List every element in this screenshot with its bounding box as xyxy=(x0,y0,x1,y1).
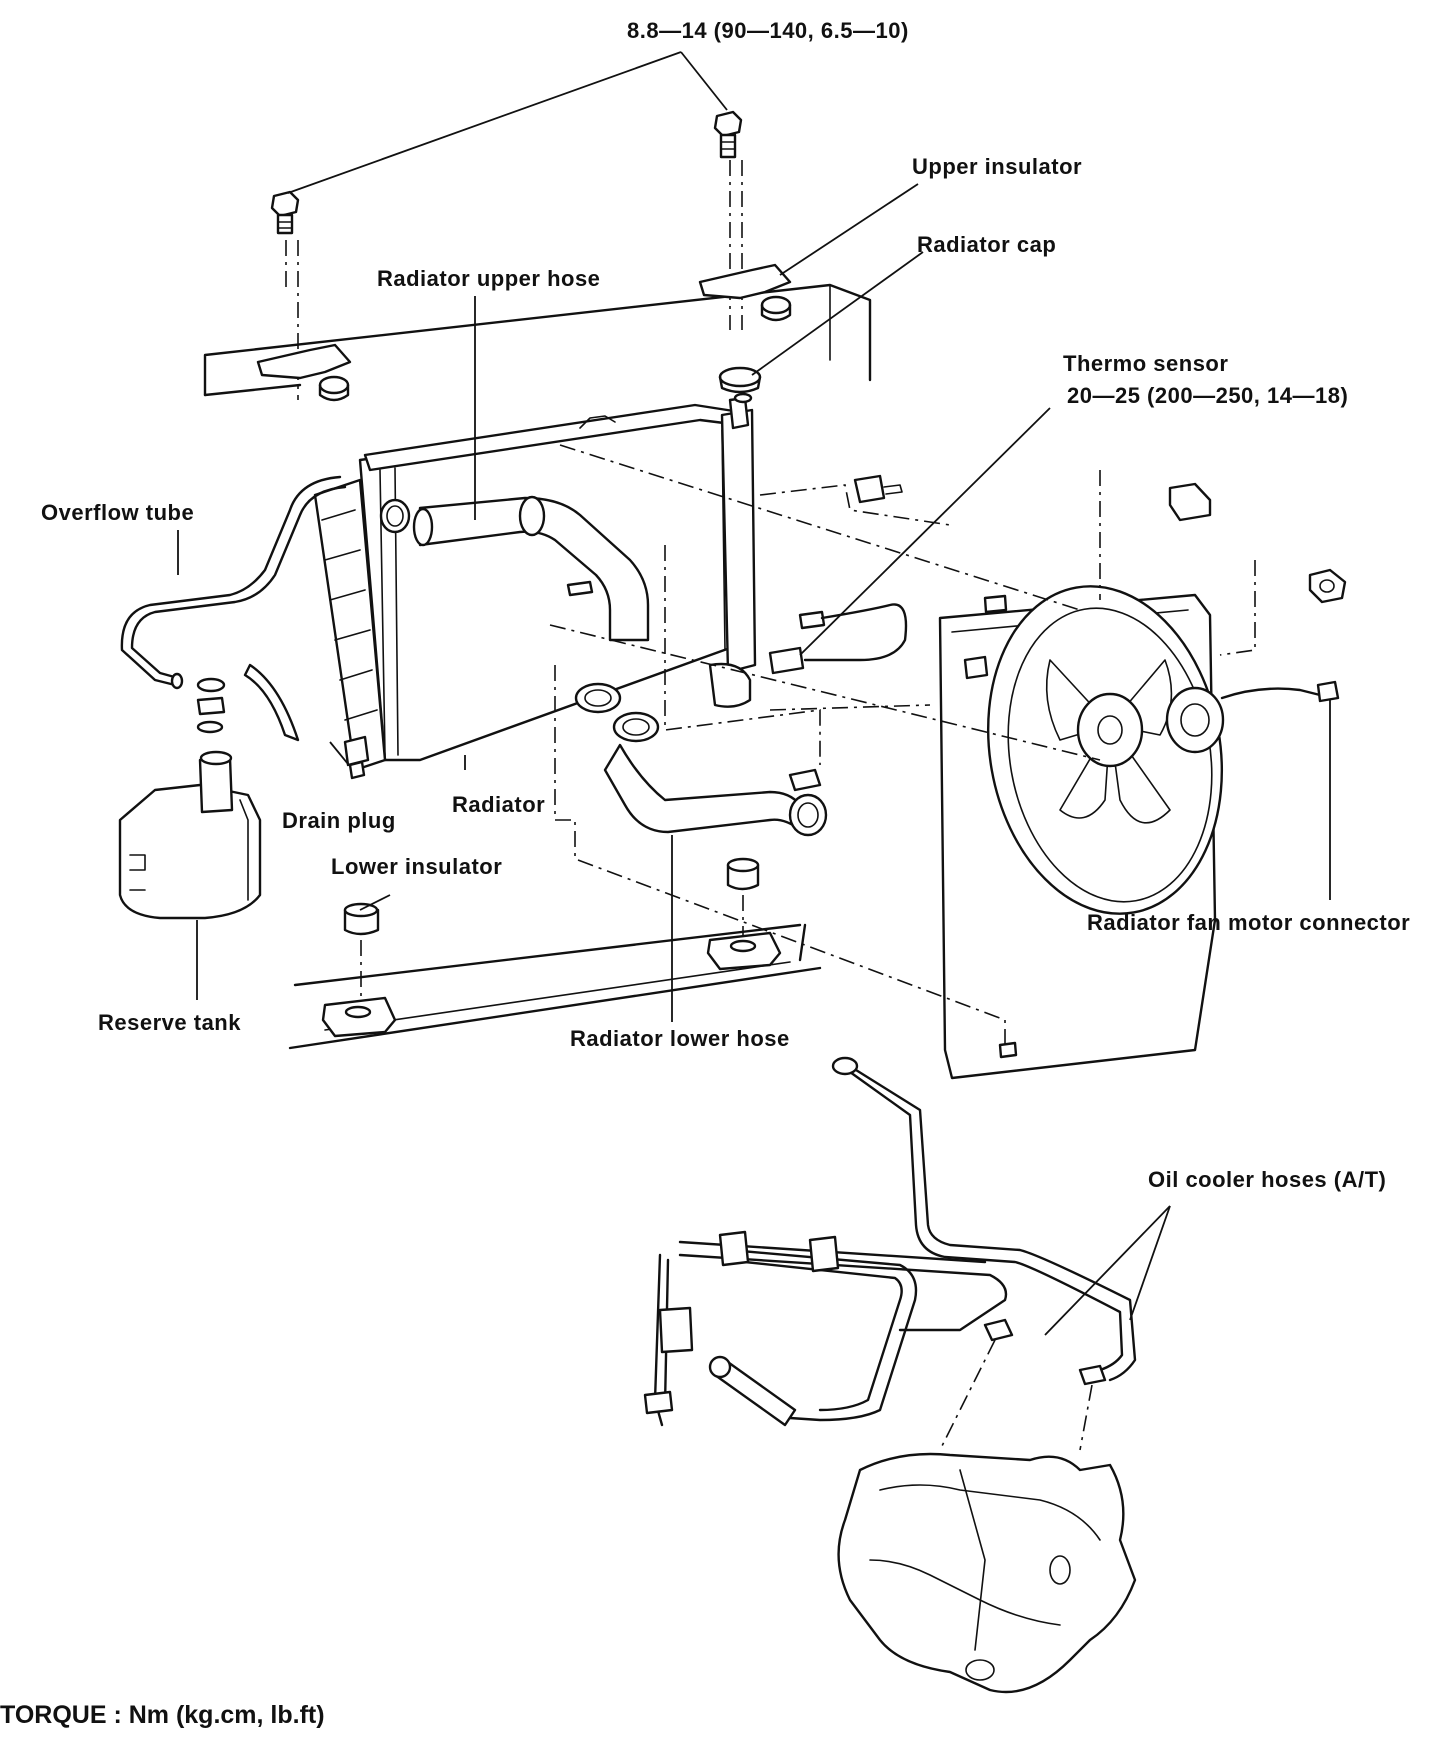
fan-shroud-bolt-2 xyxy=(1168,482,1212,522)
label-radiator-lower-hose: Radiator lower hose xyxy=(570,1026,790,1051)
fan-shroud-bolt-1 xyxy=(853,474,886,504)
label-radiator-cap: Radiator cap xyxy=(917,232,1057,257)
label-radiator-fan-motor-connector: Radiator fan motor connector xyxy=(1087,910,1411,935)
label-thermo-sensor: Thermo sensor xyxy=(1063,351,1229,376)
upper-bracket-left xyxy=(256,343,352,402)
radiator-core xyxy=(313,392,757,772)
lower-mount-bracket-right xyxy=(706,931,782,971)
mounting-bolt-right xyxy=(713,110,743,159)
lower-insulator-right xyxy=(726,857,760,891)
fan-shroud-nut xyxy=(1308,568,1347,604)
label-overflow-tube: Overflow tube xyxy=(41,500,195,525)
hose-bracket-bolt xyxy=(566,580,594,597)
lower-mount-bracket-left xyxy=(321,996,397,1038)
radiator-upper-hose xyxy=(379,495,650,642)
drain-plug xyxy=(343,735,370,780)
radiator-cap xyxy=(718,366,762,394)
transmission-case xyxy=(837,1452,1137,1694)
upper-bracket-right xyxy=(698,263,792,322)
label-oil-cooler-hoses: Oil cooler hoses (A/T) xyxy=(1148,1167,1387,1192)
radiator-lower-hose xyxy=(574,682,828,837)
leader-lines xyxy=(177,51,1331,1336)
torque-units-legend: TORQUE : Nm (kg.cm, lb.ft) xyxy=(0,1701,325,1729)
label-bolt-torque: 8.8—14 (90—140, 6.5—10) xyxy=(627,18,909,43)
label-lower-insulator: Lower insulator xyxy=(331,854,503,879)
overflow-tube xyxy=(120,475,347,690)
reserve-tank xyxy=(118,663,300,920)
label-radiator: Radiator xyxy=(452,792,546,817)
label-radiator-upper-hose: Radiator upper hose xyxy=(377,266,601,291)
label-upper-insulator: Upper insulator xyxy=(912,154,1083,179)
radiator-fan-shroud xyxy=(938,585,1340,1080)
lower-body-panel xyxy=(288,923,822,1050)
upper-body-panel xyxy=(203,283,872,397)
label-reserve-tank: Reserve tank xyxy=(98,1010,241,1035)
label-thermo-sensor-torque: 20—25 (200—250, 14—18) xyxy=(1067,383,1349,408)
mounting-bolt-left xyxy=(270,190,300,235)
label-drain-plug: Drain plug xyxy=(282,808,396,833)
oil-cooler-hoses xyxy=(643,1056,1137,1427)
thermo-sensor xyxy=(768,603,908,675)
